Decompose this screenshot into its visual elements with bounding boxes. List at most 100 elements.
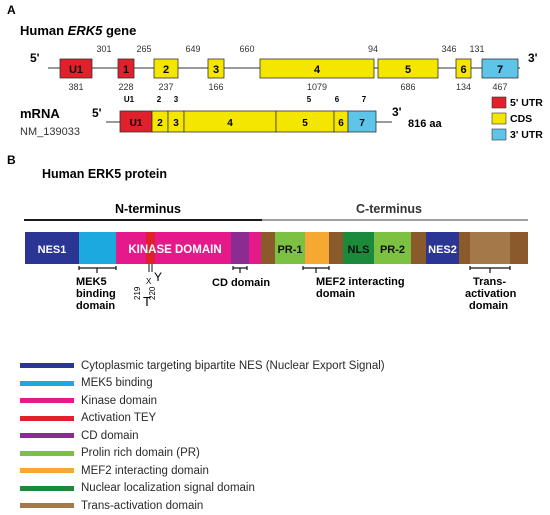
legend-swatch: [20, 363, 74, 369]
legend-item-nls: Nuclear localization signal domain: [20, 480, 540, 498]
legend-swatch: [20, 485, 74, 491]
mek5-line: MEK5: [76, 276, 107, 288]
mrna-exon-u1-label: U1: [130, 118, 143, 129]
exon-length: 166: [208, 82, 223, 92]
exon-length: 228: [118, 82, 133, 92]
mrna-exon-top-label: 6: [335, 95, 340, 104]
legend-label: Nuclear localization signal domain: [81, 482, 255, 495]
legend-cds-swatch: [491, 112, 507, 125]
gene-exon-4-label: 4: [314, 64, 321, 76]
exon-length: 467: [492, 82, 507, 92]
domain-kinase-3: [249, 232, 261, 264]
legend-item-nes: Cytoplasmic targeting bipartite NES (Nuc…: [20, 357, 540, 375]
domain-activation-tey: [146, 232, 155, 264]
mrna-exon-6-label: 6: [338, 118, 344, 129]
mrna-exon-2-label: 2: [157, 118, 163, 129]
site-219: 219: [133, 286, 142, 300]
mef2-line: MEF2 interacting: [316, 276, 405, 288]
trans-line: Trans-: [473, 276, 506, 288]
mef2-line: domain: [316, 288, 355, 300]
legend-swatch: [20, 433, 74, 439]
legend-3utr-swatch: [491, 128, 507, 141]
domain-linker: [411, 232, 426, 264]
legend-3utr-label: 3' UTR: [510, 129, 543, 141]
gene-exon-7-label: 7: [497, 64, 503, 76]
legend-swatch: [20, 398, 74, 404]
domain-linker: [329, 232, 343, 264]
tey-y-mark: Y: [154, 270, 162, 284]
protein-bar: [25, 232, 528, 264]
domain-transactivation: [470, 232, 510, 264]
gene-exon-u1: [59, 58, 93, 79]
domain-linker: [510, 232, 528, 264]
mrna-size: 816 aa: [408, 118, 443, 130]
legend-label: CD domain: [81, 429, 139, 442]
legend-label: MEK5 binding: [81, 377, 153, 390]
domain-cd: [231, 232, 249, 264]
domain-nes2: [426, 232, 459, 264]
trans-line: activation: [465, 288, 517, 300]
mrna-exon-top-label: 3: [174, 95, 179, 104]
n-terminus-label: N-terminus: [115, 202, 181, 216]
gene-exon-2-label: 2: [163, 64, 169, 76]
legend-5utr-swatch: [491, 96, 507, 109]
intron-length: 301: [96, 44, 111, 54]
domain-pr1: [275, 232, 305, 264]
gene-title-prefix: Human: [20, 23, 68, 38]
mrna-exon-top-label: U1: [124, 95, 135, 104]
domain-linker: [261, 232, 275, 264]
gene-5prime: 5': [30, 51, 40, 65]
tey-t-mark: T: [143, 294, 151, 309]
gene-exon-1: [117, 58, 135, 79]
legend-label: Trans-activation domain: [81, 499, 204, 512]
domain-linker: [459, 232, 470, 264]
intron-length: 131: [469, 44, 484, 54]
site-220: 220: [148, 286, 157, 300]
mrna-exon-7: [347, 110, 377, 133]
intron-length: 265: [136, 44, 151, 54]
mef2-bracket: [302, 266, 330, 273]
trans-annotation: Trans- activation domain: [465, 276, 519, 312]
legend-label: Prolin rich domain (PR): [81, 447, 200, 460]
intron-length: 94: [368, 44, 378, 54]
legend-swatch: [20, 380, 74, 386]
legend-swatch: [20, 503, 74, 509]
domain-mef2: [305, 232, 329, 264]
legend-item-mek5: MEK5 binding: [20, 375, 540, 393]
exon-length: 381: [68, 82, 83, 92]
mrna-accession: NM_139033: [20, 126, 80, 138]
legend-label: Cytoplasmic targeting bipartite NES (Nuc…: [81, 359, 385, 372]
mrna-3prime: 3': [392, 105, 402, 119]
gene-exon-5-label: 5: [405, 64, 411, 76]
legend-item-trans: Trans-activation domain: [20, 497, 540, 515]
intron-length: 649: [185, 44, 200, 54]
exon-length: 686: [400, 82, 415, 92]
legend-item-cd: CD domain: [20, 427, 540, 445]
cd-bracket: [232, 266, 248, 273]
exon-length: 237: [158, 82, 173, 92]
gene-title-italic: ERK5: [68, 23, 103, 38]
legend-5utr-label: 5' UTR: [510, 97, 543, 109]
legend-label: Kinase domain: [81, 394, 158, 407]
gene-exon-7: [481, 58, 519, 79]
domain-mek5-binding: [79, 232, 116, 264]
gene-exon-u1-label: U1: [69, 64, 83, 76]
legend-item-tey: Activation TEY: [20, 410, 540, 428]
protein-title: Human ERK5 protein: [42, 167, 167, 181]
mek5-line: domain: [76, 300, 115, 312]
tey-x-mark: X: [146, 277, 152, 286]
domain-kinase-2: [155, 232, 231, 264]
gene-exon-2: [153, 58, 179, 79]
trans-bracket: [469, 266, 511, 273]
gene-title-suffix: gene: [102, 23, 136, 38]
domain-nes2-label: NES2: [428, 244, 457, 256]
legend-swatch: [20, 450, 74, 456]
legend-item-pr: Prolin rich domain (PR): [20, 445, 540, 463]
gene-exon-5: [377, 58, 439, 79]
legend-item-mef2: MEF2 interacting domain: [20, 462, 540, 480]
domain-nes1: [25, 232, 79, 264]
gene-title: Human ERK5 gene: [20, 23, 136, 38]
intron-length: 346: [441, 44, 456, 54]
gene-exon-6: [455, 58, 472, 79]
